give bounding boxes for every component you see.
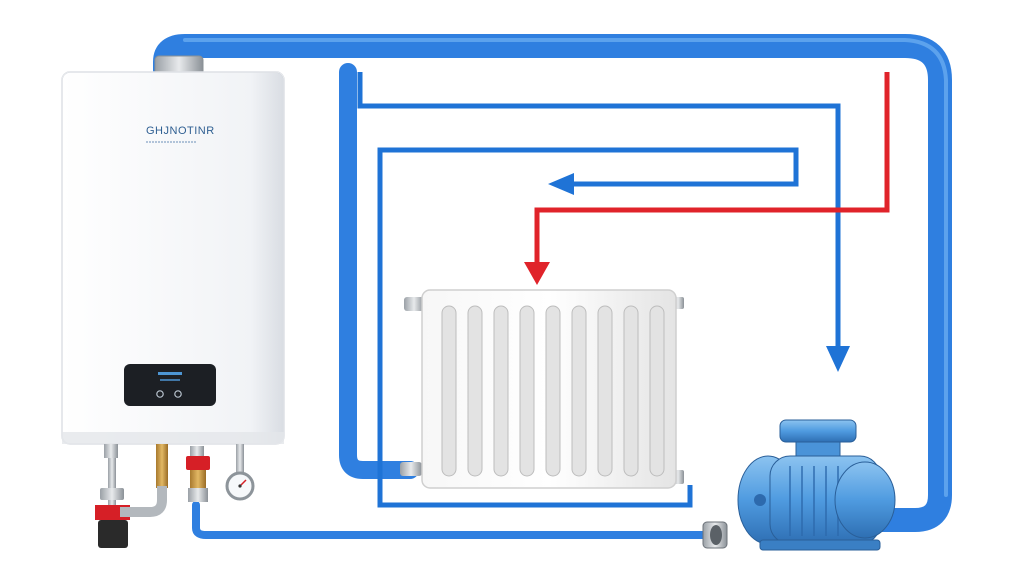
boiler-brand: GHJNOTINR — [146, 125, 215, 137]
pump-top-flange — [779, 419, 857, 443]
isolation-valve-handle[interactable] — [186, 456, 210, 470]
boiler-fittings — [95, 444, 255, 548]
radiator-top-valve — [404, 297, 424, 311]
main-supply-pipe-highlight — [183, 38, 948, 497]
radiator-return-pipe — [339, 63, 419, 479]
bottom-return-pipe — [192, 501, 719, 539]
control-display[interactable] — [124, 364, 216, 406]
hot-water-arrow-icon — [524, 262, 550, 285]
flow-line-radiator-loop — [377, 147, 799, 508]
wall-gas-boiler-icon: GHJNOTINR — [61, 55, 285, 445]
main-supply-pipe — [153, 34, 952, 532]
down-arrow-icon — [826, 346, 850, 372]
hot-water-line — [534, 72, 890, 265]
pump-volute — [834, 461, 896, 539]
control-button-left[interactable] — [156, 390, 164, 398]
control-button-right[interactable] — [174, 390, 182, 398]
radiator-fins — [441, 305, 665, 477]
pipe-end-fitting — [702, 521, 728, 549]
radiator-icon — [400, 289, 684, 489]
flow-line-outer — [357, 72, 841, 355]
left-arrow-icon — [548, 173, 574, 195]
circulation-pump-icon — [737, 419, 896, 551]
radiator-bottom-valve — [400, 462, 422, 476]
